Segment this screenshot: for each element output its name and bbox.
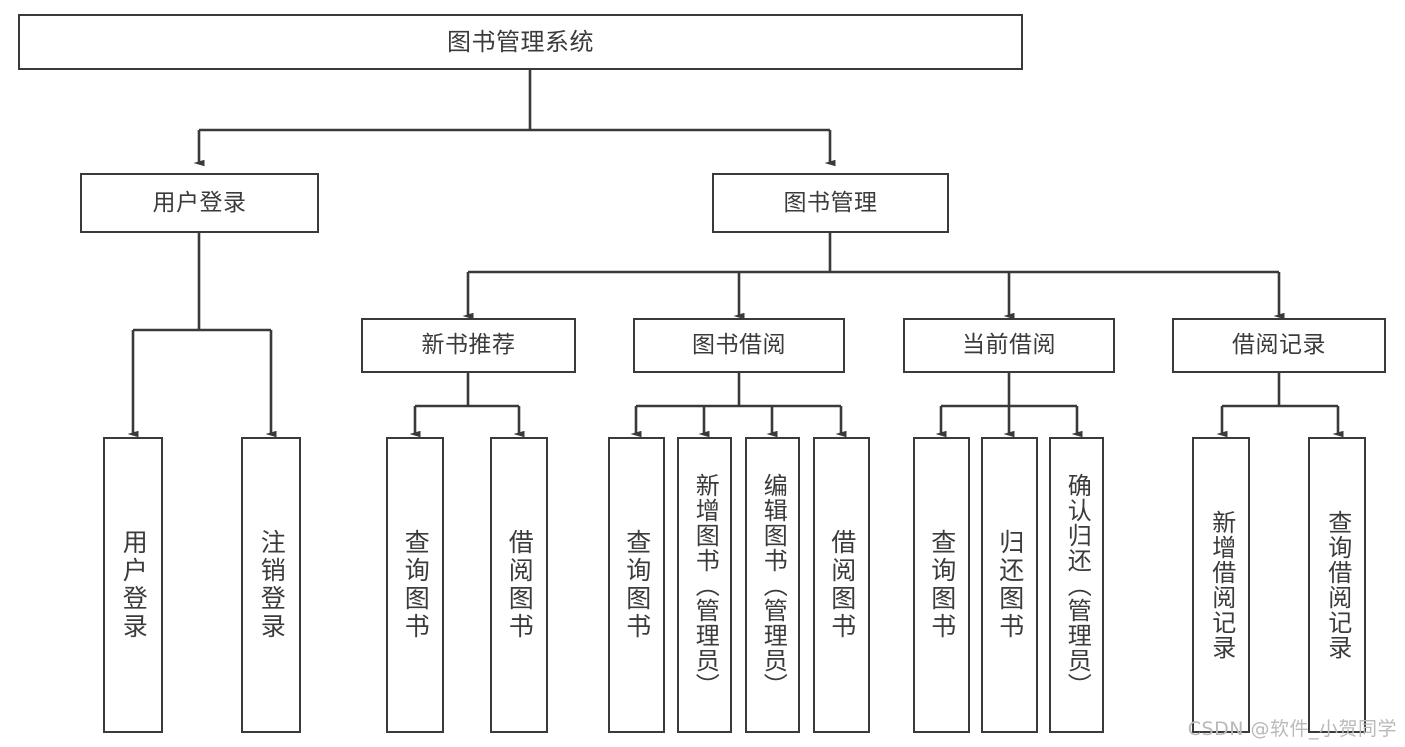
node-label: 图书借阅 bbox=[692, 332, 786, 358]
node-label: 图书管理系统 bbox=[447, 28, 594, 56]
leaf-query-book-cb[interactable]: 查询图书 bbox=[913, 437, 970, 733]
leaf-edit-book-admin[interactable]: 编辑图书（管理员） bbox=[745, 437, 800, 733]
node-label: 借阅记录 bbox=[1232, 332, 1326, 358]
leaf-add-borrow-record[interactable]: 新增借阅记录 bbox=[1192, 437, 1250, 733]
leaf-borrow-book-bb[interactable]: 借阅图书 bbox=[813, 437, 870, 733]
node-root-book-management-system[interactable]: 图书管理系统 bbox=[18, 14, 1023, 70]
node-label: 新书推荐 bbox=[421, 332, 516, 358]
leaf-logout[interactable]: 注销登录 bbox=[241, 437, 301, 733]
watermark-text: CSDN @软件_小贺同学 bbox=[1187, 718, 1397, 740]
leaf-query-book-nb[interactable]: 查询图书 bbox=[386, 437, 444, 733]
node-label: 图书管理 bbox=[783, 189, 878, 216]
leaf-query-borrow-record[interactable]: 查询借阅记录 bbox=[1308, 437, 1366, 733]
node-borrow-record[interactable]: 借阅记录 bbox=[1172, 318, 1386, 373]
node-label: 查询借阅记录 bbox=[1323, 510, 1352, 660]
node-label: 归还图书 bbox=[995, 529, 1025, 641]
node-label: 查询图书 bbox=[927, 529, 957, 641]
node-label: 查询图书 bbox=[622, 529, 652, 641]
node-label: 借阅图书 bbox=[505, 529, 535, 641]
node-book-management[interactable]: 图书管理 bbox=[712, 173, 949, 233]
node-book-borrow[interactable]: 图书借阅 bbox=[633, 318, 845, 373]
leaf-borrow-book-nb[interactable]: 借阅图书 bbox=[490, 437, 548, 733]
node-label: 新增图书（管理员） bbox=[691, 472, 720, 698]
node-label: 新增借阅记录 bbox=[1207, 510, 1236, 660]
node-label: 编辑图书（管理员） bbox=[759, 472, 788, 698]
node-label: 当前借阅 bbox=[962, 332, 1056, 358]
node-user-login[interactable]: 用户登录 bbox=[80, 173, 319, 233]
node-label: 借阅图书 bbox=[827, 529, 857, 641]
node-label: 用户登录 bbox=[152, 189, 247, 216]
node-label: 用户登录 bbox=[119, 529, 149, 641]
node-label: 注销登录 bbox=[257, 529, 287, 641]
leaf-user-login[interactable]: 用户登录 bbox=[103, 437, 163, 733]
node-new-book-recommend[interactable]: 新书推荐 bbox=[361, 318, 576, 373]
leaf-confirm-return-admin[interactable]: 确认归还（管理员） bbox=[1049, 437, 1104, 733]
node-label: 确认归还（管理员） bbox=[1063, 472, 1092, 698]
leaf-return-book[interactable]: 归还图书 bbox=[981, 437, 1038, 733]
node-label: 查询图书 bbox=[401, 529, 431, 641]
node-current-borrow[interactable]: 当前借阅 bbox=[903, 318, 1115, 373]
leaf-query-book-bb[interactable]: 查询图书 bbox=[608, 437, 665, 733]
leaf-add-book-admin[interactable]: 新增图书（管理员） bbox=[677, 437, 732, 733]
